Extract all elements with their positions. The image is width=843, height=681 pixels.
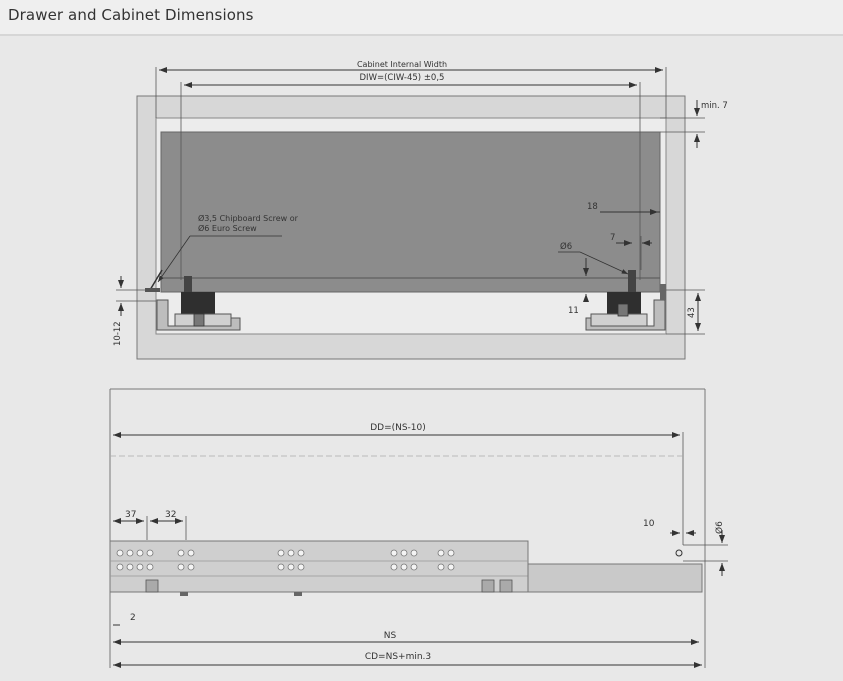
diw-label: DIW=(CIW-45) ±0,5 — [360, 73, 445, 83]
front-view: Cabinet Internal Width DIW=(CIW-45) ±0,5… — [113, 60, 728, 360]
dim-18-label: 18 — [587, 202, 598, 212]
drawer-panel — [160, 131, 661, 293]
ciw-label: Cabinet Internal Width — [357, 60, 447, 69]
right-runner — [585, 270, 666, 331]
dim-10-label: 10 — [643, 519, 655, 529]
hole-pattern — [116, 549, 455, 571]
dim-dia6-label: Ø6 — [560, 241, 572, 252]
screw-label-line2: Ø6 Euro Screw — [198, 223, 257, 233]
drawer-side-profile — [109, 540, 529, 593]
page-title: Drawer and Cabinet Dimensions — [8, 6, 254, 24]
dim-dia6-side-label: Ø6 — [714, 521, 725, 534]
dim-7-label: 7 — [610, 233, 615, 243]
dim-32-label: 32 — [165, 510, 176, 520]
ns-label: NS — [384, 631, 397, 641]
dim-43-label: 43 — [687, 307, 697, 318]
dd-label: DD=(NS-10) — [370, 423, 426, 433]
min-clearance-label: min. 7 — [701, 101, 728, 111]
runner-rail — [527, 563, 703, 593]
dim-11-label: 11 — [568, 306, 579, 316]
cd-label: CD=NS+min.3 — [365, 652, 431, 662]
dim-2-label: 2 — [130, 613, 136, 623]
left-runner — [145, 269, 241, 331]
dim-10-12-label: 10-12 — [113, 321, 123, 346]
page-header: Drawer and Cabinet Dimensions — [0, 0, 843, 36]
side-view: DD=(NS-10) 37 32 — [109, 388, 728, 668]
screw-label-line1: Ø3,5 Chipboard Screw or — [198, 213, 299, 223]
dim-37-label: 37 — [125, 510, 136, 520]
